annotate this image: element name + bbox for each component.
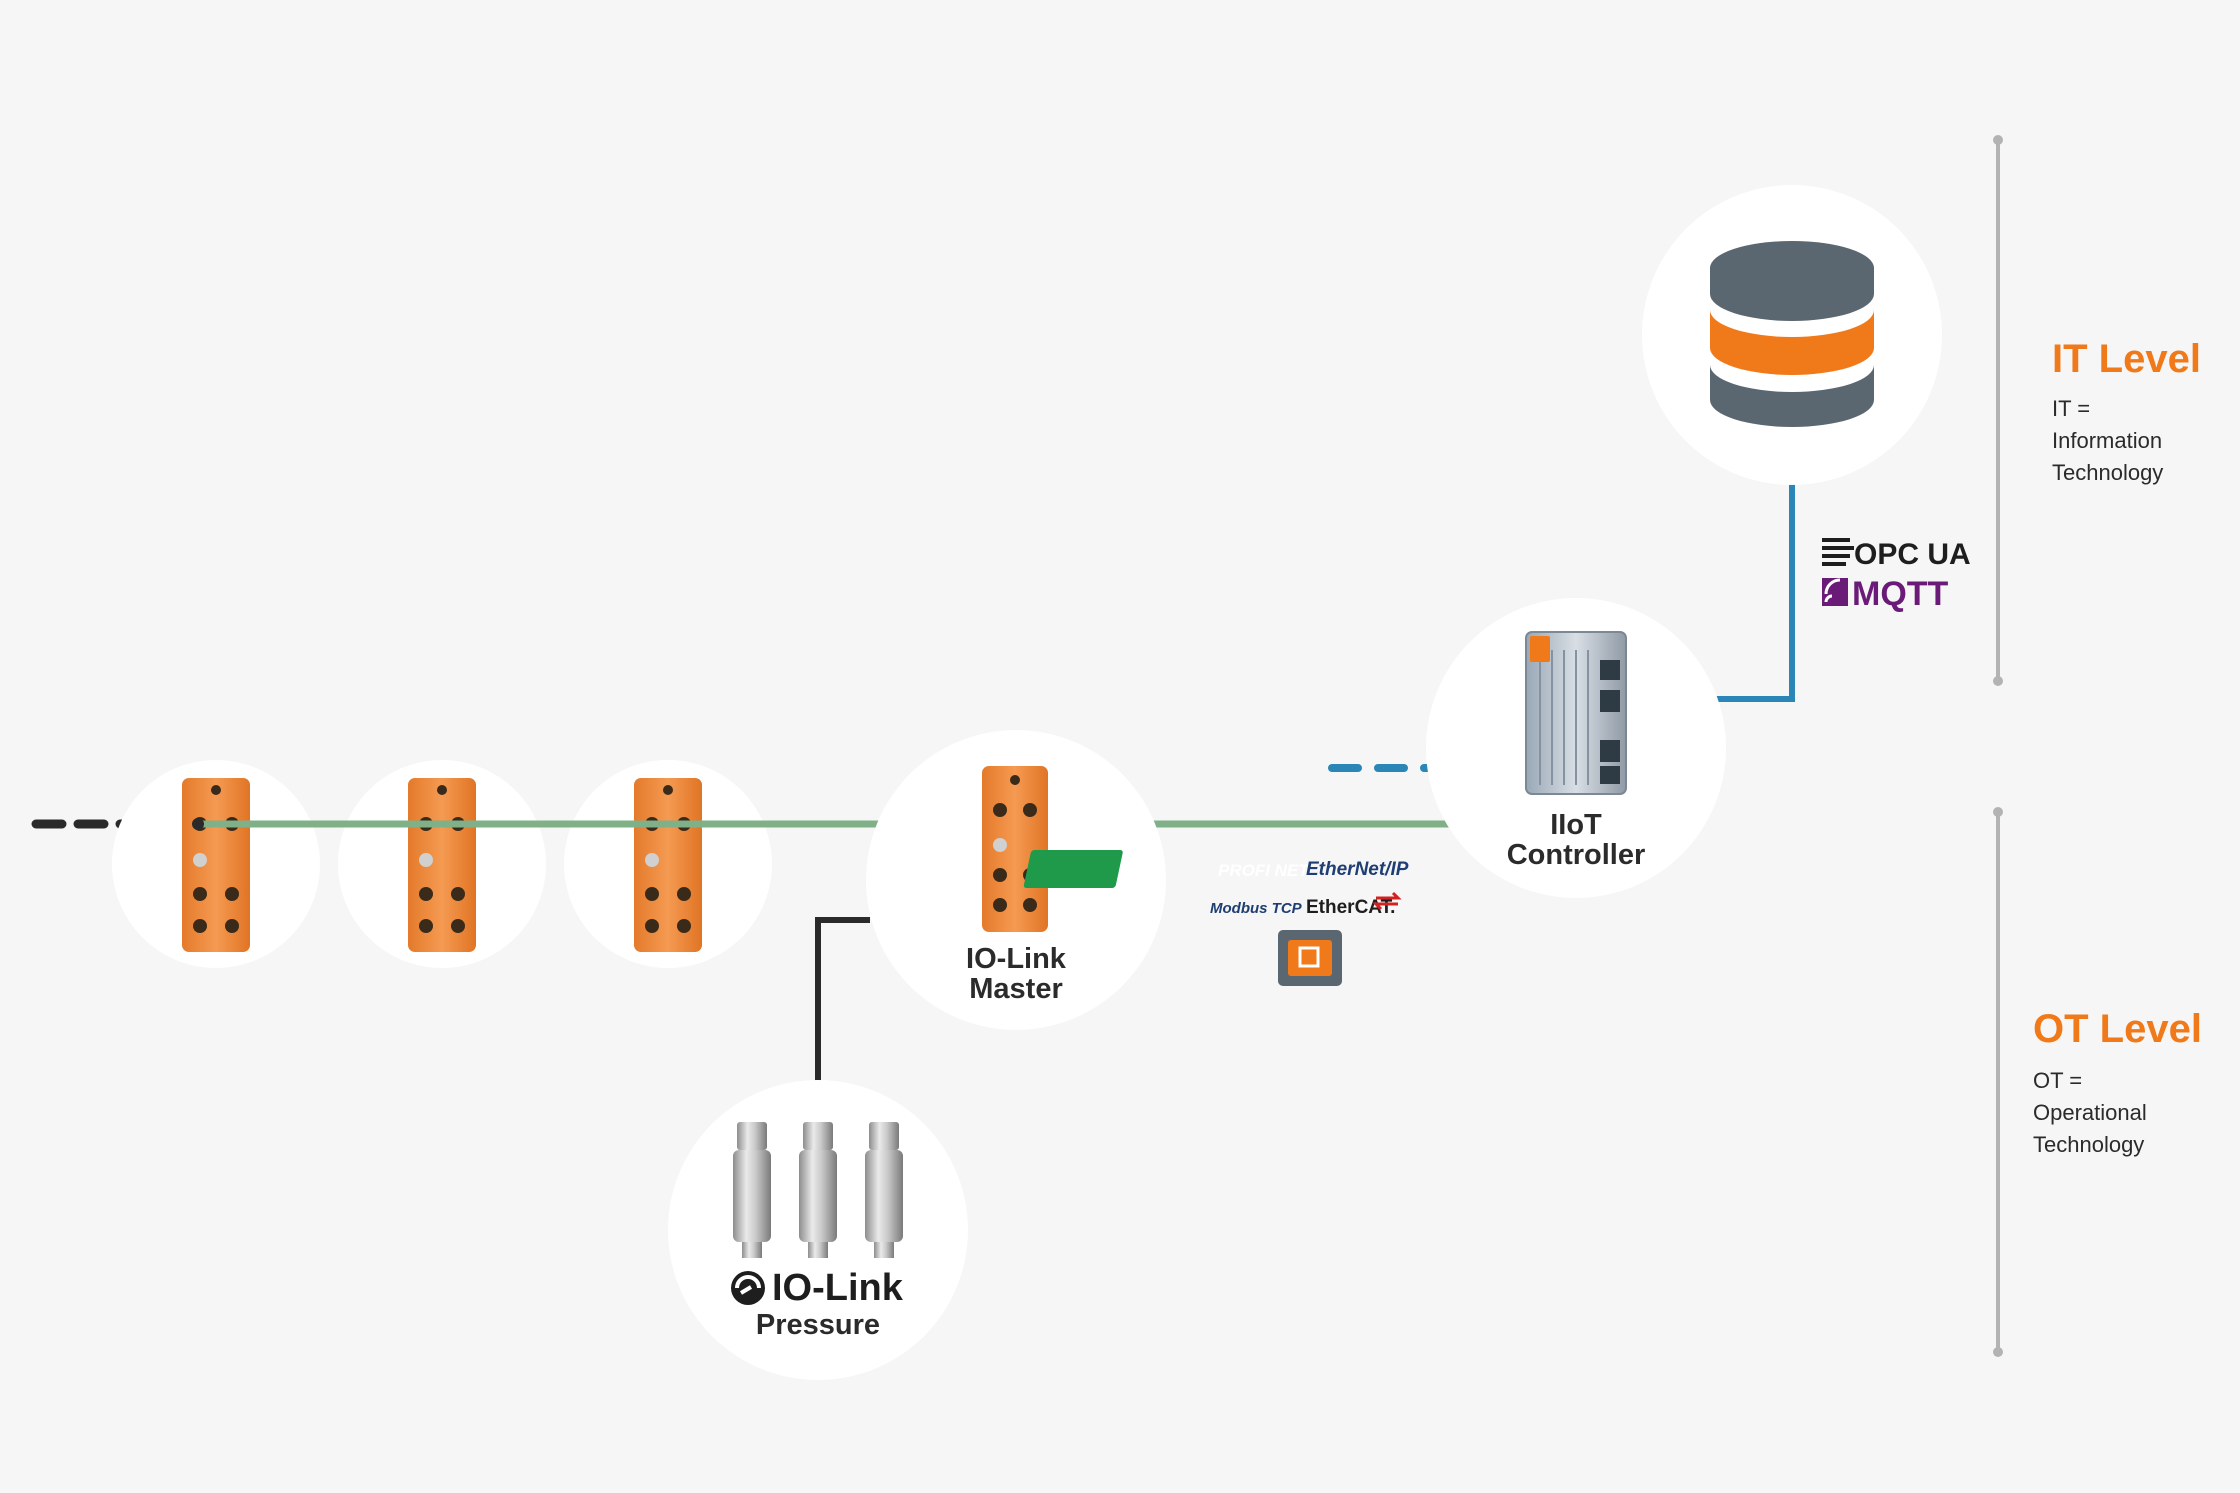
ot-bar-top-dot bbox=[1993, 807, 2003, 817]
database-node-circle bbox=[1642, 185, 1942, 485]
pressure-sensors-node[interactable]: IO-Link Pressure bbox=[668, 1080, 968, 1380]
ot-bar-bottom-dot bbox=[1993, 1347, 2003, 1357]
it-level-desc-line1: IT = bbox=[2052, 396, 2090, 421]
pressure-sensor-icon bbox=[799, 1122, 837, 1258]
it-level-desc-line3: Technology bbox=[2052, 460, 2163, 485]
it-level-legend: IT Level IT = Information Technology bbox=[2052, 337, 2201, 485]
continuation-end-dot bbox=[192, 818, 204, 830]
io-hub-node[interactable] bbox=[112, 760, 320, 968]
ot-level-desc-line1: OT = bbox=[2033, 1068, 2082, 1093]
profinet-logo-icon: PROFI NET bbox=[1023, 850, 1310, 888]
ot-protocol-logos: PROFI NET EtherNet/IP Modbus TCP EtherCA… bbox=[1023, 850, 1409, 986]
mqtt-text: MQTT bbox=[1852, 575, 1949, 613]
database-icon bbox=[1710, 241, 1874, 427]
it-bar-top-dot bbox=[1993, 135, 2003, 145]
io-link-master-label-line1: IO-Link bbox=[966, 943, 1067, 975]
opc-ua-logo-icon: OPC UA bbox=[1822, 538, 1971, 571]
io-hub-node[interactable] bbox=[564, 760, 772, 968]
database-node[interactable] bbox=[1642, 185, 1942, 485]
it-protocol-logos: OPC UA MQTT bbox=[1822, 538, 1971, 613]
profinet-text: PROFI NET bbox=[1218, 861, 1310, 880]
iiot-controller-node[interactable]: IIoT Controller bbox=[1426, 598, 1726, 898]
ethernetip-text: EtherNet/IP bbox=[1306, 859, 1409, 880]
io-hub-icon bbox=[182, 778, 250, 952]
ot-level-legend: OT Level OT = Operational Technology bbox=[2033, 1007, 2202, 1157]
it-level-title: IT Level bbox=[2052, 337, 2201, 381]
ethercat-text: EtherCAT. bbox=[1306, 897, 1395, 918]
mqtt-logo-icon: MQTT bbox=[1822, 575, 1949, 613]
modbus-tcp-text: Modbus TCP bbox=[1210, 900, 1303, 917]
iiot-controller-label-line1: IIoT bbox=[1550, 809, 1602, 841]
iot-core-logo-icon bbox=[1278, 930, 1342, 986]
ethercat-logo-icon: EtherCAT. bbox=[1306, 891, 1402, 918]
io-link-logo-icon bbox=[731, 1271, 765, 1305]
io-hub-icon bbox=[408, 778, 476, 952]
pressure-sensor-icon bbox=[865, 1122, 903, 1258]
ot-level-desc-line2: Operational bbox=[2033, 1100, 2147, 1125]
iiot-controller-icon bbox=[1525, 631, 1627, 795]
opc-ua-text: OPC UA bbox=[1854, 538, 1971, 571]
it-bar-bottom-dot bbox=[1993, 676, 2003, 686]
io-link-master-icon bbox=[982, 766, 1048, 932]
ot-level-desc-line3: Technology bbox=[2033, 1132, 2144, 1157]
ot-level-title: OT Level bbox=[2033, 1007, 2202, 1051]
io-hub-node[interactable] bbox=[338, 760, 546, 968]
sensor-link-line bbox=[815, 917, 870, 1090]
level-bars bbox=[1993, 135, 2003, 1357]
it-level-desc-line2: Information bbox=[2052, 428, 2162, 453]
iiot-controller-label-line2: Controller bbox=[1507, 839, 1646, 871]
io-link-brand-text: IO-Link bbox=[772, 1267, 904, 1309]
io-link-master-label-line2: Master bbox=[969, 973, 1063, 1005]
pressure-sensor-icon bbox=[733, 1122, 771, 1258]
pressure-label: Pressure bbox=[756, 1309, 880, 1341]
io-hub-icon bbox=[634, 778, 702, 952]
io-link-master-node[interactable]: IO-Link Master bbox=[866, 730, 1166, 1030]
